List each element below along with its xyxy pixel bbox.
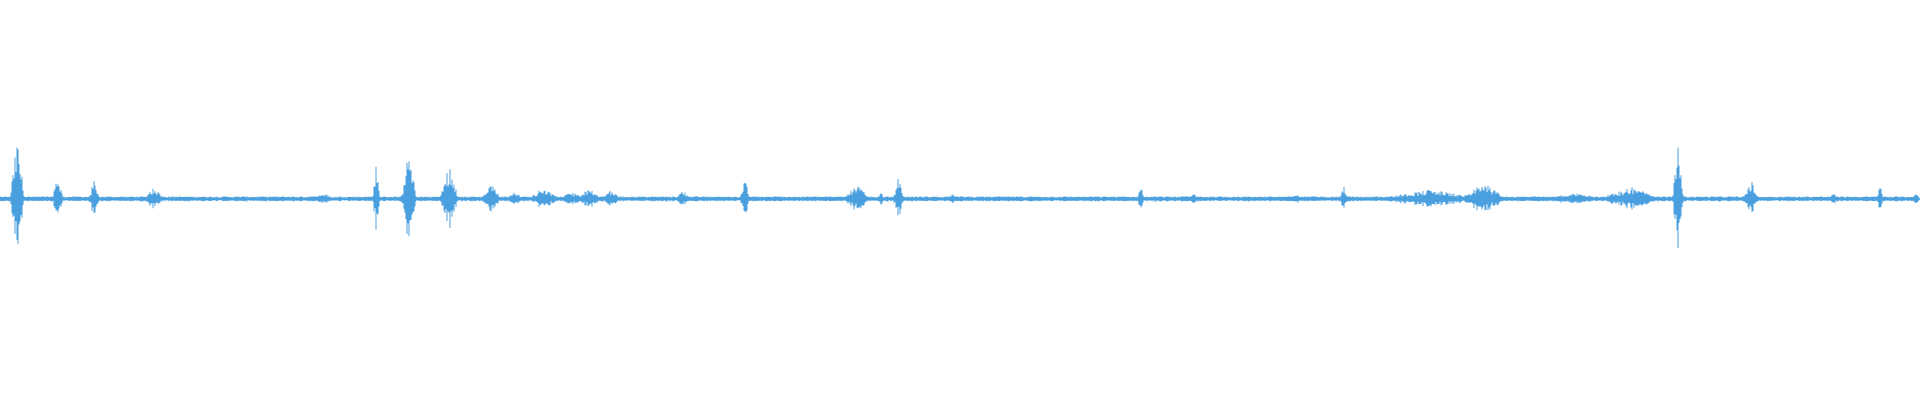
waveform-trace — [0, 147, 1920, 248]
